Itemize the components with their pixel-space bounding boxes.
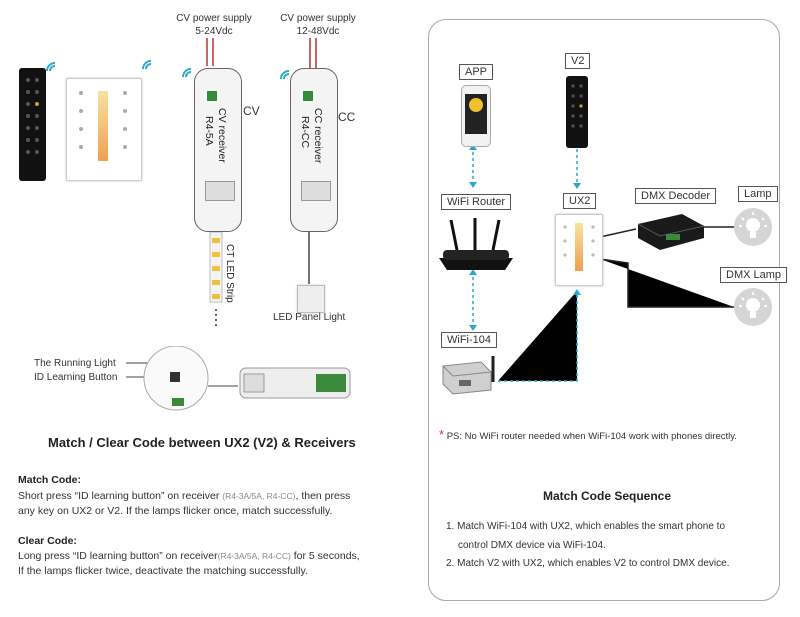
lamp-label: Lamp: [738, 186, 778, 202]
wifi-router-label: WiFi Router: [441, 194, 512, 210]
led-strip-label: CT LED Strip: [224, 244, 235, 303]
clear-code-text: Long press “ID learning button” on recei…: [18, 550, 360, 577]
app-label: APP: [459, 64, 494, 80]
lamp-bulb: [734, 208, 772, 246]
led-panel-label: LED Panel Light: [273, 312, 346, 323]
v2-remote: [19, 68, 46, 181]
wifi-signal-icon: [280, 70, 290, 80]
cc-tag: CC: [338, 110, 356, 124]
cv-receiver-model: R4-5A: [203, 116, 215, 146]
cc-receiver-name: CC receiver: [312, 108, 324, 164]
smartphone: [461, 85, 491, 147]
section-title: Match / Clear Code between UX2 (V2) & Re…: [48, 435, 356, 450]
dmx-lamp-bulb: [734, 288, 772, 326]
cv-power-supply-label: CV power supply 5-24Vdc: [176, 13, 252, 37]
lightbulb-icon: [739, 212, 767, 238]
wifi104-label: WiFi-104: [441, 332, 498, 348]
asterisk-mark: *: [439, 427, 445, 442]
wifi-signal-icon: [142, 60, 152, 70]
sequence-step-2: 2. Match V2 with UX2, which enables V2 t…: [446, 558, 730, 569]
panel-slider-icon: [79, 91, 127, 161]
sequence-title: Match Code Sequence: [543, 489, 672, 503]
dmx-decoder-icon: [637, 214, 705, 250]
match-code-text: Short press “ID learning button” on rece…: [18, 490, 351, 517]
panel-slider-icon: [563, 223, 595, 271]
cv-receiver-name: CV receiver: [216, 108, 228, 163]
wifi-signal-icon: [182, 68, 192, 78]
id-learning-button-label: ID Learning Button: [34, 372, 118, 383]
wifi-signal-icon: [46, 62, 56, 72]
ux2-wall-panel: [66, 78, 142, 181]
match-code-heading: Match Code:: [18, 474, 81, 486]
sequence-step-1: 1. Match WiFi-104 with UX2, which enable…: [446, 521, 726, 551]
cc-receiver: [290, 68, 338, 232]
lightbulb-icon: [739, 292, 767, 318]
wifi-router-icon: [439, 218, 513, 270]
remote-keys-icon: [26, 78, 39, 154]
wifi104-device-icon: [442, 356, 495, 395]
ux2-label: UX2: [563, 193, 597, 209]
cv-tag: CV: [243, 104, 260, 118]
clear-code-heading: Clear Code:: [18, 535, 77, 547]
dmx-lamp-label: DMX Lamp: [720, 267, 788, 283]
running-light-label: The Running Light: [34, 358, 116, 369]
led-panel-light: [297, 285, 325, 313]
led-strip-icon: [209, 232, 223, 326]
cc-power-supply-label: CV power supply 12-48Vdc: [280, 13, 356, 37]
cc-receiver-model: R4-CC: [299, 116, 311, 149]
dmx-decoder-label: DMX Decoder: [635, 188, 717, 204]
v2-label: V2: [565, 53, 591, 69]
ux2-panel-right: [555, 214, 603, 286]
match-sequence-panel: [428, 19, 780, 601]
v2-remote-right: [566, 76, 588, 148]
ps-note: * PS: No WiFi router needed when WiFi-10…: [439, 427, 737, 442]
cv-receiver: [194, 68, 242, 232]
receiver-detail-diagram: [126, 346, 351, 411]
remote-keys-icon: [571, 84, 583, 128]
